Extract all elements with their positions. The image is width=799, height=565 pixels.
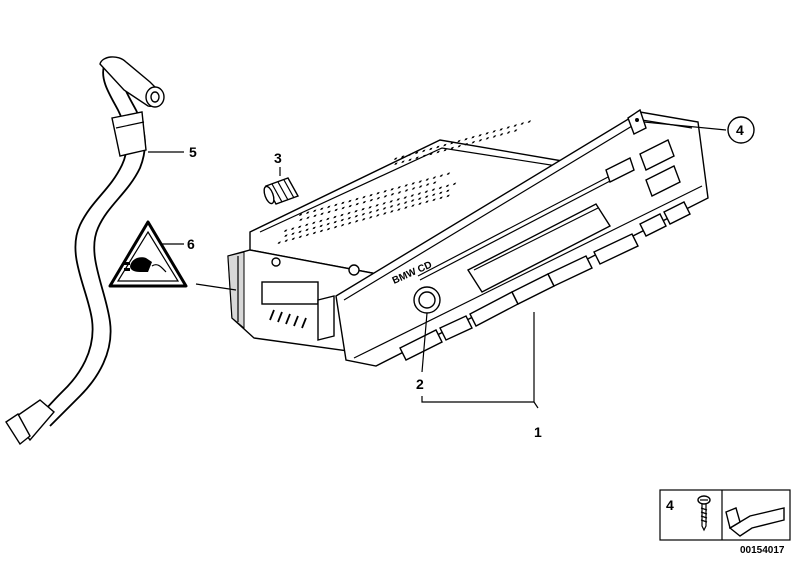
rear-vents xyxy=(269,309,307,329)
callout-6: 6 xyxy=(162,236,195,252)
legend-box: 4 xyxy=(659,489,791,541)
screw-icon xyxy=(697,495,711,532)
drawing-number: 00154017 xyxy=(740,545,785,556)
bracket-icon xyxy=(725,507,785,537)
callout-3: 3 xyxy=(274,150,282,176)
callout-4-label: 4 xyxy=(736,122,744,138)
warning-label-part6 xyxy=(108,220,188,288)
preset-buttons xyxy=(399,233,639,361)
callout-2: 2 xyxy=(416,312,428,392)
volume-knob-part2 xyxy=(413,286,441,314)
callout-3-label: 3 xyxy=(274,150,282,166)
antenna-cable-part5 xyxy=(5,56,165,446)
knob-cap-part3 xyxy=(263,177,300,205)
callout-5: 5 xyxy=(148,144,197,160)
callout-5-label: 5 xyxy=(189,144,197,160)
legend-part-number: 4 xyxy=(666,497,674,513)
callout-6-label: 6 xyxy=(187,236,195,252)
callout-1: 1 xyxy=(421,312,542,440)
housing-perforations xyxy=(277,120,532,244)
callout-1-label: 1 xyxy=(534,424,542,440)
callout-2-label: 2 xyxy=(416,376,424,392)
radio-unit-part1: BMW CD xyxy=(227,108,709,367)
callout-4: 4 xyxy=(643,116,755,144)
